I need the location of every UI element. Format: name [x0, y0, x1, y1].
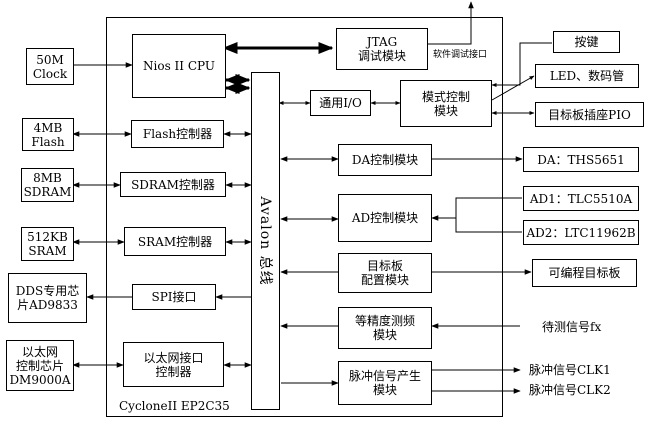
ad-control-module: AD控制模块: [338, 194, 432, 242]
jtag-debug-module: JTAG 调试模块: [336, 28, 428, 70]
avalon-bus: Avalon 总线: [251, 72, 280, 410]
debug-port-label: 软件调试接口: [433, 50, 488, 60]
flash-controller: Flash控制器: [131, 120, 224, 148]
ethernet-chip: 以太网 控制芯片 DM9000A: [6, 340, 74, 391]
wire-ad1-ad: [431, 197, 522, 221]
spi-interface: SPI接口: [132, 284, 216, 310]
da-chip: DA：THS5651: [523, 147, 639, 172]
ad1-chip: AD1：TLC5510A: [523, 186, 639, 211]
key-input: 按键: [553, 31, 620, 53]
clk2-label: 脉冲信号CLK2: [529, 383, 611, 397]
clk1-label: 脉冲信号CLK1: [529, 363, 611, 377]
sram-chip: 512KB SRAM: [21, 227, 74, 261]
wire-mode-led: [491, 75, 535, 101]
pulse-generator-module: 脉冲信号产生 模块: [338, 361, 432, 405]
wire-ad2-ad: [455, 218, 522, 233]
flash-chip: 4MB Flash: [22, 118, 74, 151]
fx-signal-label: 待测信号fx: [542, 320, 602, 334]
da-control-module: DA控制模块: [338, 144, 432, 176]
ethernet-interface: 以太网接口 控制器: [123, 342, 224, 387]
frequency-measure-module: 等精度测频 模块: [338, 307, 432, 349]
general-io: 通用I/O: [310, 90, 371, 116]
programmable-target-board: 可编程目标板: [532, 259, 637, 287]
target-config-module: 目标板 配置模块: [338, 253, 432, 293]
sdram-controller: SDRAM控制器: [120, 172, 226, 197]
target-pio-socket: 目标板插座PIO: [535, 102, 644, 127]
ad2-chip: AD2：LTC11962B: [523, 220, 639, 245]
nios-cpu: Nios II CPU: [132, 34, 226, 98]
fpga-boundary: CycloneII EP2C35: [106, 17, 503, 417]
led-display: LED、数码管: [535, 64, 639, 88]
sram-controller: SRAM控制器: [124, 227, 226, 256]
dds-chip: DDS专用芯 片AD9833: [8, 273, 87, 323]
wire-mode-key: [491, 42, 552, 87]
wire-jtag-debug: [428, 1, 474, 45]
fpga-label: CycloneII EP2C35: [119, 399, 230, 413]
mode-control-module: 模式控制 模块: [400, 80, 492, 127]
avalon-bus-label: Avalon 总线: [256, 196, 273, 286]
sdram-chip: 8MB SDRAM: [21, 168, 74, 202]
clock-source: 50M Clock: [26, 48, 74, 85]
